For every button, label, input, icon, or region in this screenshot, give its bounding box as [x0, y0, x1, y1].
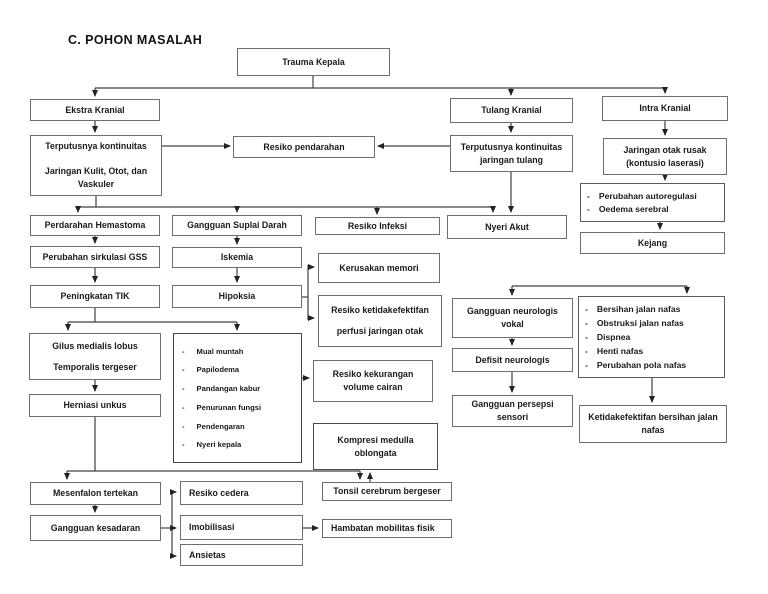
node-label: Gangguan Suplai Darah	[187, 220, 287, 230]
node-label: Temporalis tergeser	[53, 361, 137, 372]
node-resiko-infeksi: Resiko Infeksi	[315, 217, 440, 235]
node-label: (kontusio laserasi)	[626, 157, 704, 168]
node-label: Nyeri Akut	[485, 221, 529, 232]
node-kejang: Kejang	[580, 232, 725, 254]
node-mesenfalon-tertekan: Mesenfalon tertekan	[30, 482, 161, 505]
list-item: Nyeri kepala	[182, 440, 297, 449]
node-resiko-cedera: Resiko cedera	[180, 481, 303, 505]
node-label: Peningkatan TIK	[60, 291, 130, 301]
node-label: Intra Kranial	[639, 103, 691, 113]
node-label: Hambatan mobilitas fisik	[331, 523, 435, 533]
node-label: Resiko Infeksi	[347, 220, 408, 231]
list-gejala-tik: Mual muntah Papilodema Pandangan kabur P…	[173, 333, 302, 463]
node-intra-kranial: Intra Kranial	[602, 96, 728, 121]
node-label: Ekstra Kranial	[65, 104, 125, 115]
node-hambatan-mobilitas: Hambatan mobilitas fisik	[322, 519, 452, 538]
list-item: Penurunan fungsi	[182, 403, 297, 412]
node-herniasi-unkus: Herniasi unkus	[29, 394, 161, 417]
node-kompresi-medulla: Kompresi medulla oblongata	[313, 423, 438, 470]
node-resiko-perfusi: Resiko ketidakefektifan perfusi jaringan…	[318, 295, 442, 347]
list-item: Perubahan autoregulasi	[587, 191, 720, 201]
node-iskemia: Iskemia	[172, 247, 302, 268]
node-label: Kompresi medulla oblongata	[337, 434, 414, 458]
list-item: Obstruksi jalan nafas	[585, 318, 720, 328]
list-item: Henti nafas	[585, 346, 720, 356]
node-label: Tulang Kranial	[481, 105, 542, 115]
node-label: Gangguan neurologis vokal	[467, 306, 558, 329]
node-label: Imobilisasi	[189, 522, 235, 532]
node-label: Iskemia	[220, 252, 254, 262]
node-terputusnya-kontinuitas-kulit: Terputusnya kontinuitas Jaringan Kulit, …	[30, 135, 162, 196]
node-label: Resiko pendarahan	[263, 141, 345, 152]
node-label: Kerusakan memori	[339, 262, 419, 273]
node-label: Hipoksia	[218, 291, 256, 301]
node-label: Perdarahan Hemastoma	[44, 220, 146, 230]
list-item: Bersihan jalan nafas	[585, 304, 720, 314]
node-hipoksia: Hipoksia	[172, 285, 302, 308]
node-label: Jaringan Kulit, Otot, dan Vaskuler	[44, 166, 148, 189]
node-label: Resiko ketidakefektifan	[331, 305, 429, 315]
node-label: Gilus medialis lobus	[52, 340, 138, 351]
node-jaringan-otak-rusak: Jaringan otak rusak (kontusio laserasi)	[603, 138, 727, 175]
node-perdarahan-hemastoma: Perdarahan Hemastoma	[30, 215, 160, 236]
node-ekstra-kranial: Ekstra Kranial	[30, 99, 160, 121]
list-autoregulasi: Perubahan autoregulasi Oedema serebral	[580, 183, 725, 222]
node-tulang-kranial: Tulang Kranial	[450, 98, 573, 123]
node-label: Jaringan otak rusak	[623, 144, 707, 155]
node-trauma-kepala: Trauma Kepala	[237, 48, 390, 76]
node-resiko-pendarahan: Resiko pendarahan	[233, 136, 375, 158]
node-perubahan-sirkulasi-gss: Perubahan sirkulasi GSS	[30, 246, 160, 268]
node-label: Ansietas	[189, 549, 226, 560]
list-item: Dispnea	[585, 332, 720, 342]
node-gangguan-kesadaran: Gangguan kesadaran	[30, 515, 161, 541]
node-label: Trauma Kepala	[282, 56, 345, 67]
node-label: Resiko kekurangan volume cairan	[332, 369, 414, 392]
node-terputusnya-kontinuitas-tulang: Terputusnya kontinuitas jaringan tulang	[450, 135, 573, 172]
node-label: Terputusnya kontinuitas	[45, 141, 147, 151]
node-label: perfusi jaringan otak	[336, 326, 424, 336]
node-defisit-neurologis: Defisit neurologis	[452, 348, 573, 372]
node-label: Herniasi unkus	[63, 400, 127, 410]
node-peningkatan-tik: Peningkatan TIK	[30, 285, 160, 308]
node-resiko-kekurangan-cairan: Resiko kekurangan volume cairan	[313, 360, 433, 402]
node-label: Ketidakefektifan bersihan jalan nafas	[588, 412, 718, 435]
node-kerusakan-memori: Kerusakan memori	[318, 253, 440, 283]
node-gangguan-suplai-darah: Gangguan Suplai Darah	[172, 215, 302, 236]
node-nyeri-akut: Nyeri Akut	[447, 215, 567, 239]
node-label: Defisit neurologis	[475, 354, 550, 365]
node-label: Tonsil cerebrum bergeser	[333, 486, 441, 496]
node-ansietas: Ansietas	[180, 544, 303, 566]
node-gangguan-persepsi-sensori: Gangguan persepsi sensori	[452, 395, 573, 427]
node-label: Mesenfalon tertekan	[52, 488, 139, 498]
list-item: Papilodema	[182, 365, 297, 374]
list-item: Pendengaran	[182, 422, 297, 431]
node-gangguan-neurologis-vokal: Gangguan neurologis vokal	[452, 298, 573, 338]
page-title: C. POHON MASALAH	[68, 33, 203, 47]
node-label: Perubahan sirkulasi GSS	[42, 251, 148, 262]
list-item: Oedema serebral	[587, 204, 720, 214]
connector-arrows	[64, 87, 690, 559]
node-imobilisasi: Imobilisasi	[180, 515, 303, 540]
list-item: Pandangan kabur	[182, 384, 297, 393]
node-label: Kejang	[637, 237, 668, 248]
node-label: Gangguan persepsi sensori	[471, 399, 554, 422]
node-tonsil-cerebrum: Tonsil cerebrum bergeser	[322, 482, 452, 501]
list-gangguan-nafas: Bersihan jalan nafas Obstruksi jalan naf…	[578, 296, 725, 378]
node-label: Gangguan kesadaran	[50, 522, 141, 533]
node-ketidakefektifan-bersihan-nafas: Ketidakefektifan bersihan jalan nafas	[579, 405, 727, 443]
node-gilus-medialis: Gilus medialis lobus Temporalis tergeser	[29, 333, 161, 380]
connector-lines	[67, 76, 687, 556]
node-label: Resiko cedera	[189, 487, 249, 498]
node-label: Terputusnya kontinuitas jaringan tulang	[460, 141, 563, 165]
list-item: Perubahan pola nafas	[585, 360, 720, 370]
list-item: Mual muntah	[182, 347, 297, 356]
